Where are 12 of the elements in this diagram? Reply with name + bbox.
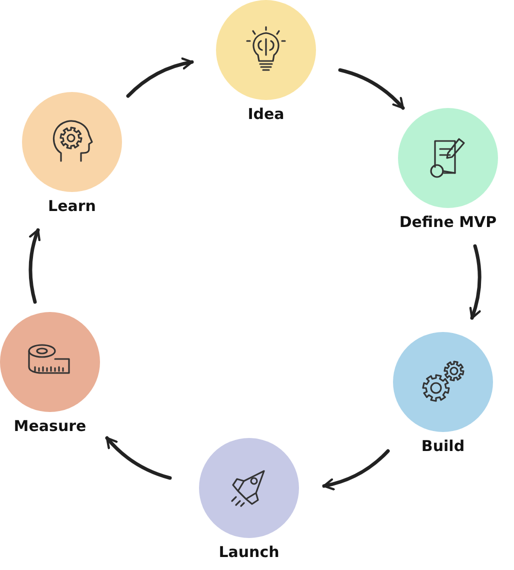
arrow <box>105 436 172 480</box>
arrow <box>322 449 390 490</box>
step-label: Define MVP <box>399 213 497 231</box>
step-label: Build <box>421 437 465 455</box>
arrow <box>338 68 405 110</box>
arrow <box>126 58 194 98</box>
arrow <box>28 228 41 304</box>
arrow <box>469 244 482 320</box>
step-label: Idea <box>248 105 284 123</box>
step-label: Measure <box>14 417 86 435</box>
step-label: Learn <box>48 197 96 215</box>
step-label: Launch <box>218 543 280 561</box>
